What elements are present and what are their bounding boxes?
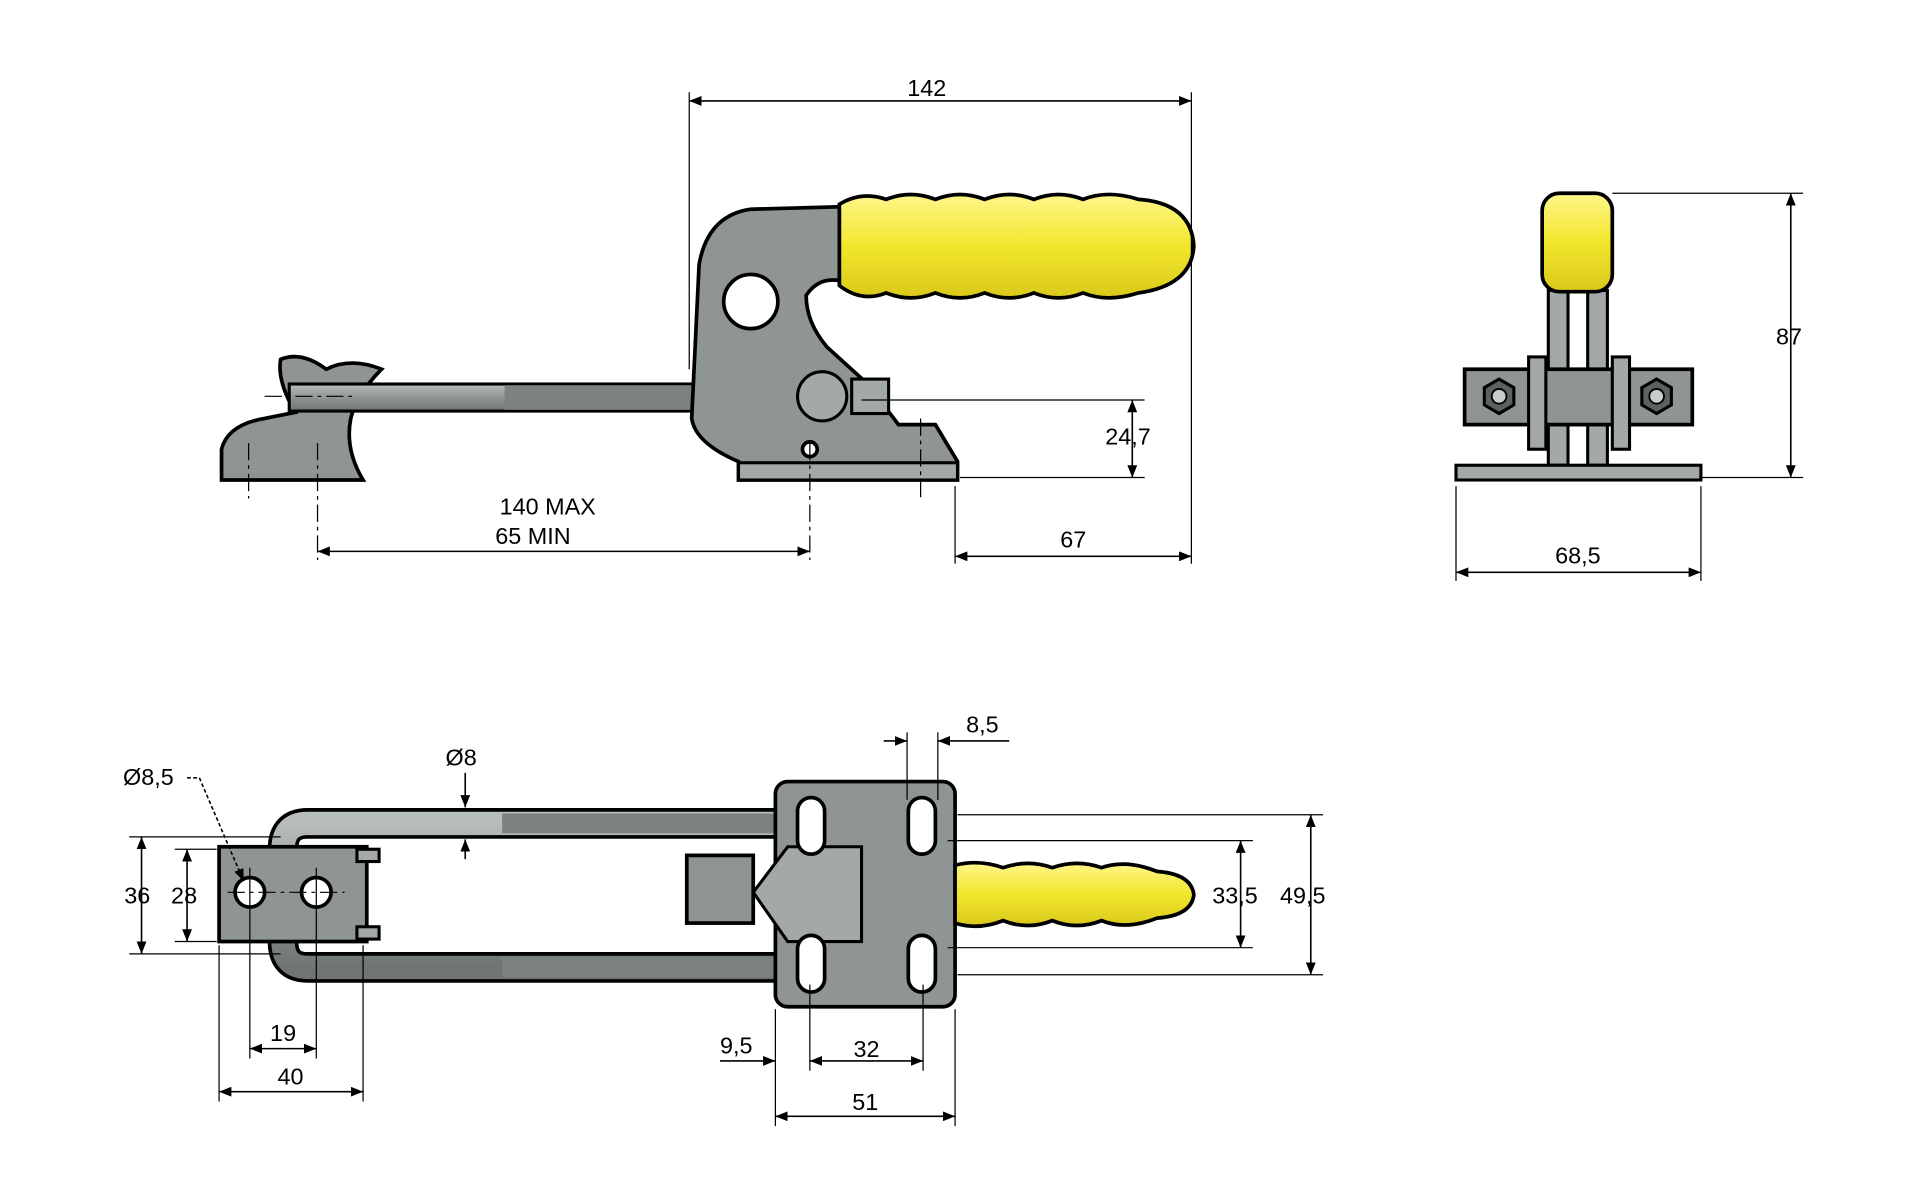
slot-3 [795,933,827,994]
end-view: 87 68,5 [1454,191,1804,581]
dim-plate-offset: 9,5 [720,1033,753,1059]
dim-end-height: 87 [1776,324,1802,350]
dim-plate-hole-span: 33,5 [1212,882,1258,908]
dim-height-to-rod: 24,7 [1105,423,1151,449]
dim-hook-inner: 28 [171,882,197,908]
dim-base-to-handle: 67 [1060,527,1086,553]
dim-end-base-width: 68,5 [1555,543,1601,569]
slot-2 [906,795,938,857]
end-handle [1540,191,1615,294]
dim-adjust-min: 65 MIN [495,523,570,549]
hinge [684,853,756,925]
adjust-nut [796,370,849,423]
side-view: 142 140 MAX 65 MIN 67 24,7 [219,75,1196,564]
end-base [1454,463,1703,482]
pivot-hole [721,272,780,331]
dim-hook-length: 40 [277,1063,303,1089]
dim-plate-pitch: 32 [853,1036,879,1062]
slot-4 [906,933,938,994]
lock-nut [850,377,891,416]
base-plate [736,461,960,482]
dim-plate-width: 49,5 [1280,882,1326,908]
dim-hole-diameter: Ø8,5 [123,764,174,790]
dim-plate-length: 51 [852,1089,878,1115]
dim-overall-length: 142 [907,75,946,101]
top-handle-grip [953,860,1196,929]
dim-rod-diameter: Ø8 [446,745,477,771]
dim-adjust-max: 140 MAX [500,493,597,519]
slot-1 [795,795,827,857]
dim-hook-outer: 36 [124,882,150,908]
dim-hook-pitch: 19 [270,1020,296,1046]
hook-base [219,354,385,482]
top-view: 8,5 Ø8 Ø8,5 36 28 19 40 9,5 32 [123,711,1326,1127]
dim-slot-width: 8,5 [966,711,999,737]
handle-grip [837,192,1196,300]
